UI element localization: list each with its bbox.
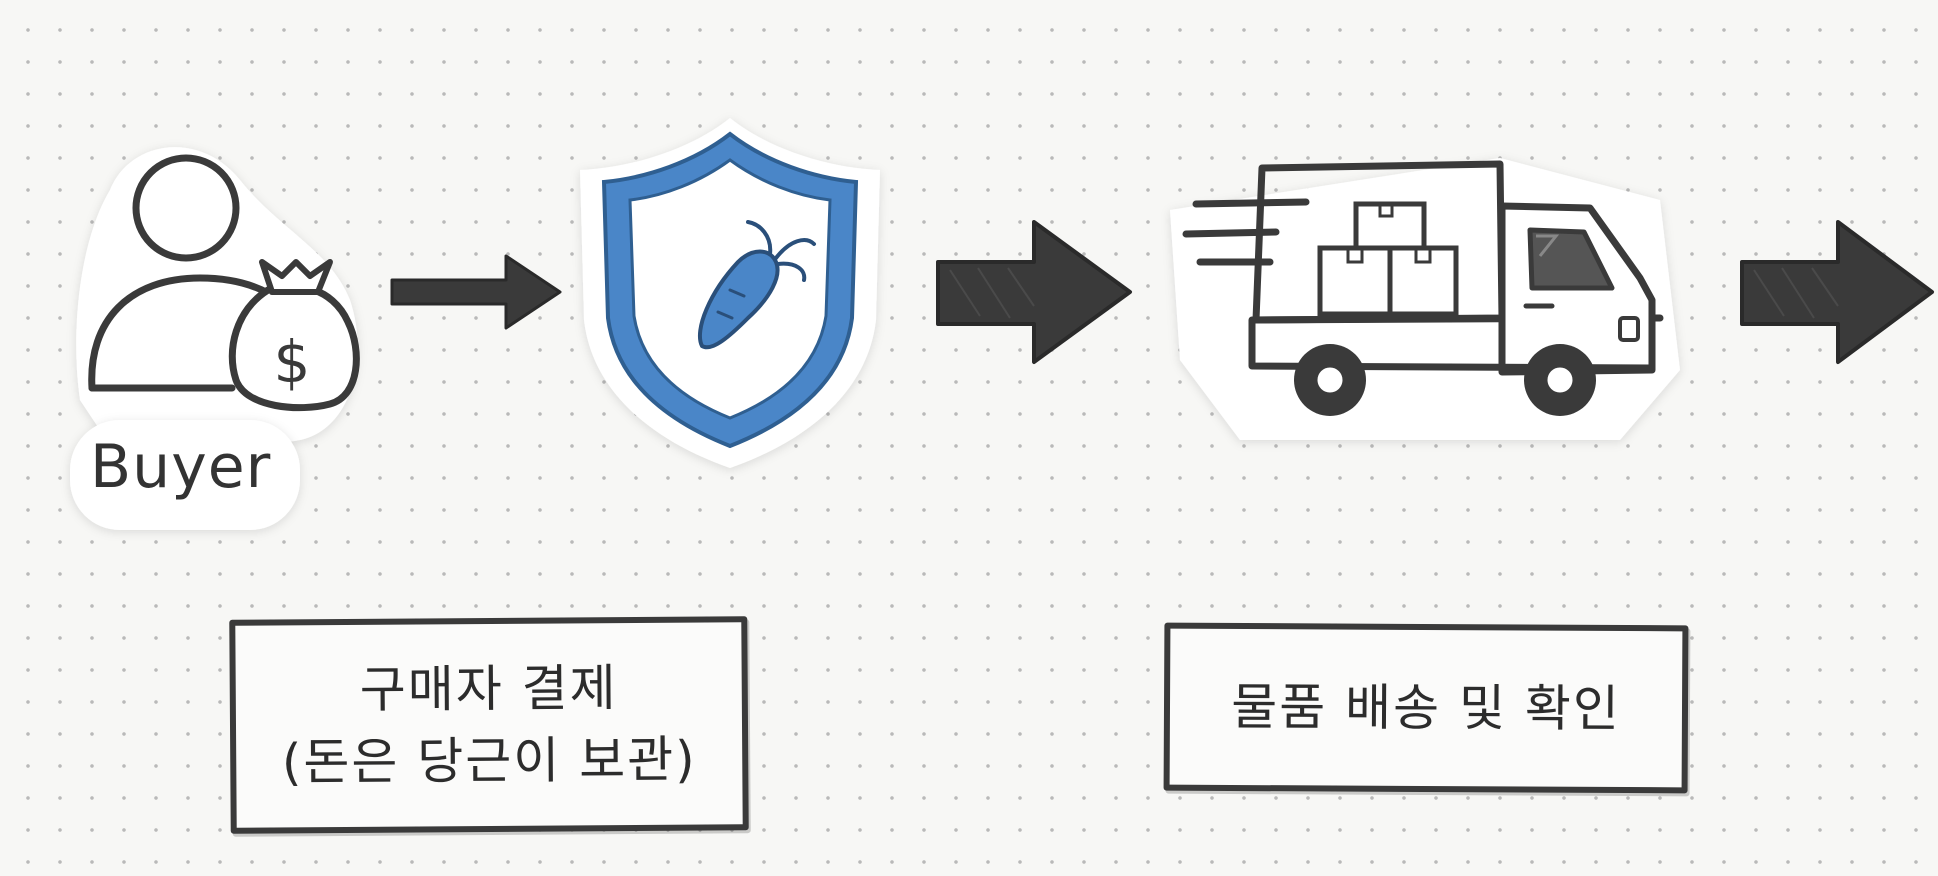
delivery-truck-icon xyxy=(1170,158,1680,440)
carrot-icon xyxy=(697,220,816,350)
payment-step-line-1: 구매자 결제 xyxy=(359,659,618,719)
arrow-1 xyxy=(390,254,562,330)
payment-step-box: 구매자 결제 (돈은 당근이 보관) xyxy=(229,616,749,834)
arrow-2 xyxy=(936,220,1132,364)
money-bag-icon: $ xyxy=(228,259,360,412)
arrow-3 xyxy=(1740,220,1934,364)
buyer-icon: $ xyxy=(70,147,360,530)
shield-carrot-icon xyxy=(580,118,880,468)
buyer-label: Buyer xyxy=(90,432,272,502)
payment-step-line-2: (돈은 당근이 보관) xyxy=(281,730,697,792)
delivery-step-box: 물품 배송 및 확인 xyxy=(1163,622,1689,794)
svg-text:$: $ xyxy=(274,328,311,396)
delivery-step-line-1: 물품 배송 및 확인 xyxy=(1231,677,1621,739)
